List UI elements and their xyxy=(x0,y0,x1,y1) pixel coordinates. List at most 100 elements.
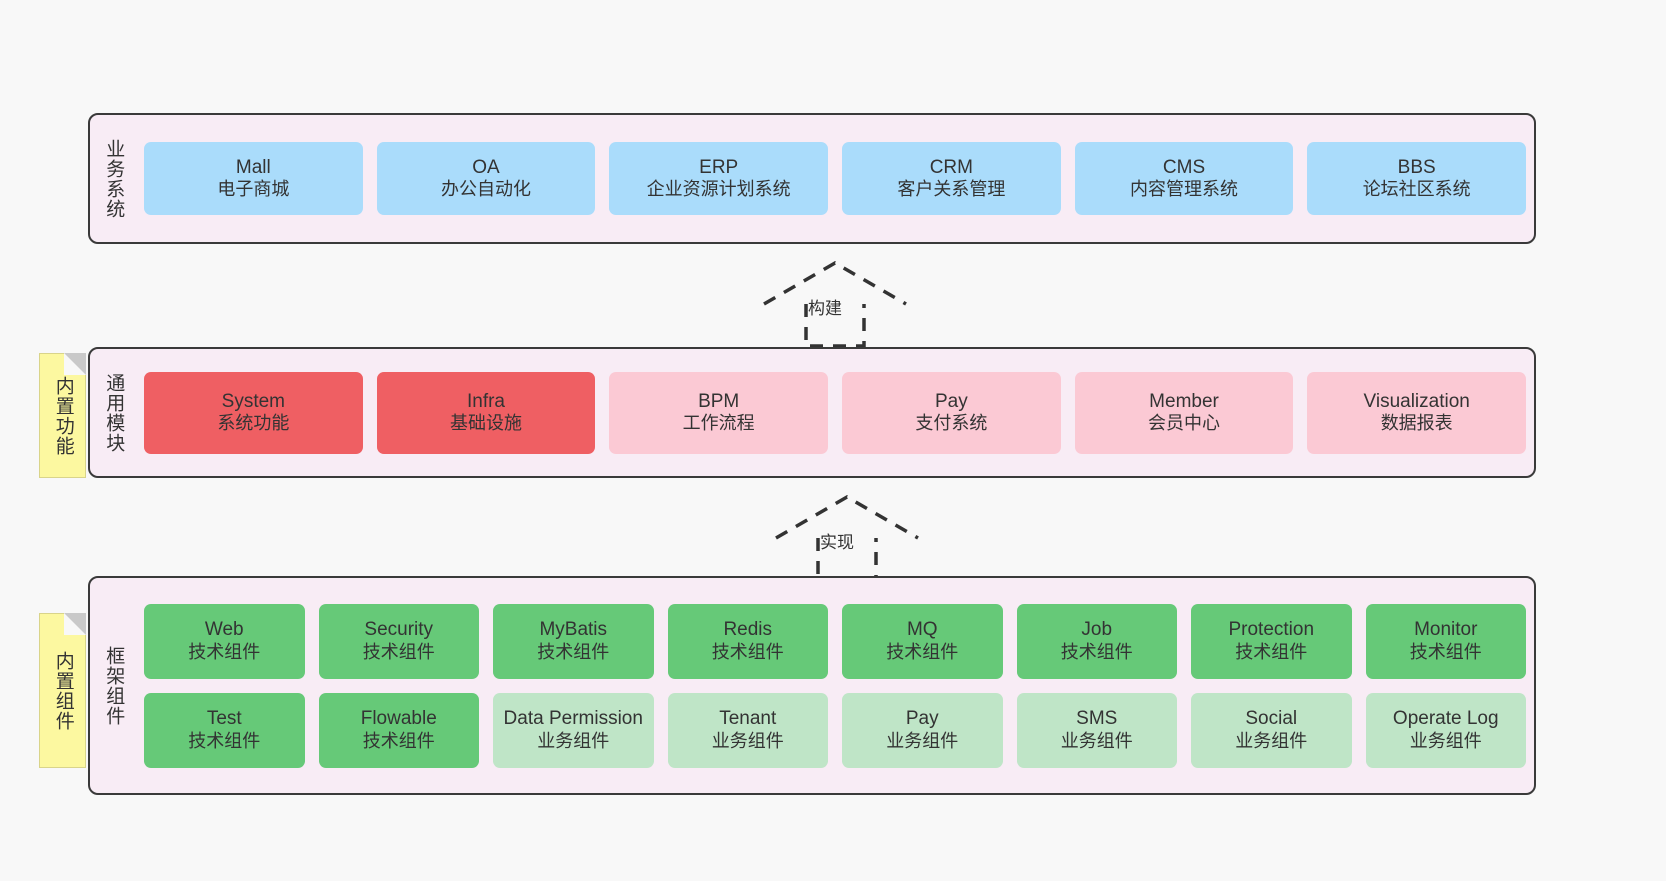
framework-card-social-desc: 业务组件 xyxy=(1235,730,1308,751)
framework-card-data-permission[interactable]: Data Permission 业务组件 xyxy=(493,692,654,768)
connector-build-arrow: 构建 xyxy=(760,258,910,348)
framework-card-protection-desc: 技术组件 xyxy=(1235,641,1308,662)
business-system-card-area: Mall 电子商城 OA 办公自动化 ERP 企业资源计划系统 CRM 客户关系… xyxy=(136,115,1534,242)
framework-card-sms[interactable]: SMS 业务组件 xyxy=(1016,692,1177,768)
framework-card-sms-desc: 业务组件 xyxy=(1060,730,1133,751)
business-card-crm-name: CRM xyxy=(929,156,973,178)
framework-card-job[interactable]: Job 技术组件 xyxy=(1016,603,1177,679)
general-modules-layer: 通用模块 System 系统功能 Infra 基础设施 BPM 工作流程 Pay… xyxy=(88,347,1536,478)
framework-card-sms-name: SMS xyxy=(1076,708,1118,730)
business-system-layer-title: 业务系统 xyxy=(103,138,125,219)
framework-card-pay-name: Pay xyxy=(905,708,939,730)
framework-card-test-name: Test xyxy=(206,708,242,730)
module-card-infra-desc: 基础设施 xyxy=(450,413,522,434)
framework-card-web-name: Web xyxy=(204,619,244,641)
framework-card-job-desc: 技术组件 xyxy=(1060,641,1133,662)
business-card-erp-name: ERP xyxy=(699,156,739,178)
module-card-bpm-name: BPM xyxy=(698,390,740,412)
business-card-bbs-desc: 论坛社区系统 xyxy=(1362,179,1471,200)
business-card-oa-name: OA xyxy=(472,156,500,178)
framework-card-mq-desc: 技术组件 xyxy=(886,641,959,662)
framework-builtin-note-label: 内置组件 xyxy=(52,650,74,731)
business-card-crm-desc: 客户关系管理 xyxy=(897,179,1006,200)
module-card-pay[interactable]: Pay 支付系统 xyxy=(842,371,1061,454)
business-card-crm[interactable]: CRM 客户关系管理 xyxy=(842,142,1061,215)
framework-card-data-permission-desc: 业务组件 xyxy=(537,730,610,751)
business-card-mall[interactable]: Mall 电子商城 xyxy=(144,142,363,215)
framework-card-operate-log-name: Operate Log xyxy=(1392,708,1499,730)
module-card-infra-name: Infra xyxy=(466,390,506,412)
framework-card-mybatis-name: MyBatis xyxy=(539,619,608,641)
general-modules-row: System 系统功能 Infra 基础设施 BPM 工作流程 Pay 支付系统… xyxy=(144,371,1527,454)
module-card-system[interactable]: System 系统功能 xyxy=(144,371,363,454)
business-card-mall-desc: 电子商城 xyxy=(217,179,290,200)
framework-card-social[interactable]: Social 业务组件 xyxy=(1191,692,1352,768)
business-card-cms-desc: 内容管理系统 xyxy=(1130,179,1239,200)
framework-card-protection-name: Protection xyxy=(1228,619,1315,641)
module-card-pay-name: Pay xyxy=(934,390,968,412)
framework-card-security[interactable]: Security 技术组件 xyxy=(318,603,479,679)
framework-card-monitor-name: Monitor xyxy=(1414,619,1478,641)
framework-components-row-tech: Web 技术组件 Security 技术组件 MyBatis 技术组件 Redi… xyxy=(144,603,1526,679)
framework-card-social-name: Social xyxy=(1245,708,1298,730)
module-card-member-name: Member xyxy=(1149,390,1219,412)
business-card-erp[interactable]: ERP 企业资源计划系统 xyxy=(609,142,829,215)
module-card-member[interactable]: Member 会员中心 xyxy=(1074,371,1294,454)
framework-card-tenant-desc: 业务组件 xyxy=(711,730,784,751)
module-card-bpm[interactable]: BPM 工作流程 xyxy=(609,371,829,454)
business-card-bbs-name: BBS xyxy=(1397,156,1436,178)
module-card-pay-desc: 支付系统 xyxy=(915,413,988,434)
business-card-mall-name: Mall xyxy=(235,156,271,178)
business-system-row: Mall 电子商城 OA 办公自动化 ERP 企业资源计划系统 CRM 客户关系… xyxy=(144,142,1527,215)
framework-card-pay[interactable]: Pay 业务组件 xyxy=(842,692,1003,768)
framework-card-security-name: Security xyxy=(364,619,434,641)
module-card-bpm-desc: 工作流程 xyxy=(682,413,755,434)
business-card-oa[interactable]: OA 办公自动化 xyxy=(376,142,596,215)
framework-card-web-desc: 技术组件 xyxy=(188,641,261,662)
framework-card-pay-desc: 业务组件 xyxy=(886,730,959,751)
connector-implement-arrow: 实现 xyxy=(772,492,922,582)
framework-card-job-name: Job xyxy=(1081,619,1113,641)
framework-card-mq-name: MQ xyxy=(906,619,938,641)
business-card-cms[interactable]: CMS 内容管理系统 xyxy=(1074,142,1294,215)
module-card-visualization-name: Visualization xyxy=(1363,390,1470,412)
module-card-infra[interactable]: Infra 基础设施 xyxy=(376,371,596,454)
framework-card-monitor[interactable]: Monitor 技术组件 xyxy=(1365,603,1526,679)
framework-card-test-desc: 技术组件 xyxy=(188,730,261,751)
framework-card-flowable-desc: 技术组件 xyxy=(362,730,435,751)
framework-components-layer: 框架组件 Web 技术组件 Security 技术组件 MyBatis 技术组件… xyxy=(88,576,1536,795)
framework-components-row-biz: Test 技术组件 Flowable 技术组件 Data Permission … xyxy=(144,692,1526,768)
framework-card-operate-log-desc: 业务组件 xyxy=(1409,730,1482,751)
framework-card-mybatis[interactable]: MyBatis 技术组件 xyxy=(493,603,654,679)
framework-note-fold-icon xyxy=(64,613,86,635)
framework-card-web[interactable]: Web 技术组件 xyxy=(144,603,305,679)
business-card-bbs[interactable]: BBS 论坛社区系统 xyxy=(1307,142,1527,215)
framework-builtin-note: 内置组件 xyxy=(39,613,86,768)
framework-card-tenant[interactable]: Tenant 业务组件 xyxy=(667,692,828,768)
framework-card-test[interactable]: Test 技术组件 xyxy=(144,692,305,768)
module-card-visualization[interactable]: Visualization 数据报表 xyxy=(1307,371,1527,454)
framework-card-flowable[interactable]: Flowable 技术组件 xyxy=(318,692,479,768)
modules-builtin-note: 内置功能 xyxy=(39,353,86,478)
connector-build-label: 构建 xyxy=(808,299,842,318)
modules-builtin-note-label: 内置功能 xyxy=(52,375,74,456)
framework-card-mybatis-desc: 技术组件 xyxy=(537,641,610,662)
framework-card-security-desc: 技术组件 xyxy=(362,641,435,662)
framework-card-flowable-name: Flowable xyxy=(360,708,437,730)
framework-card-tenant-name: Tenant xyxy=(719,708,777,730)
modules-note-fold-icon xyxy=(64,353,86,375)
framework-card-protection[interactable]: Protection 技术组件 xyxy=(1191,603,1352,679)
module-card-visualization-desc: 数据报表 xyxy=(1380,413,1453,434)
business-card-erp-desc: 企业资源计划系统 xyxy=(646,179,791,200)
framework-card-data-permission-name: Data Permission xyxy=(503,708,643,730)
business-system-layer: 业务系统 Mall 电子商城 OA 办公自动化 ERP 企业资源计划系统 CRM… xyxy=(88,113,1536,244)
framework-card-redis[interactable]: Redis 技术组件 xyxy=(667,603,828,679)
general-modules-layer-title: 通用模块 xyxy=(103,372,125,453)
framework-components-layer-title: 框架组件 xyxy=(103,645,125,726)
framework-card-operate-log[interactable]: Operate Log 业务组件 xyxy=(1365,692,1526,768)
module-card-system-name: System xyxy=(221,390,286,412)
framework-card-mq[interactable]: MQ 技术组件 xyxy=(842,603,1003,679)
general-modules-card-area: System 系统功能 Infra 基础设施 BPM 工作流程 Pay 支付系统… xyxy=(136,349,1534,476)
module-card-member-desc: 会员中心 xyxy=(1148,413,1221,434)
business-card-cms-name: CMS xyxy=(1162,156,1206,178)
